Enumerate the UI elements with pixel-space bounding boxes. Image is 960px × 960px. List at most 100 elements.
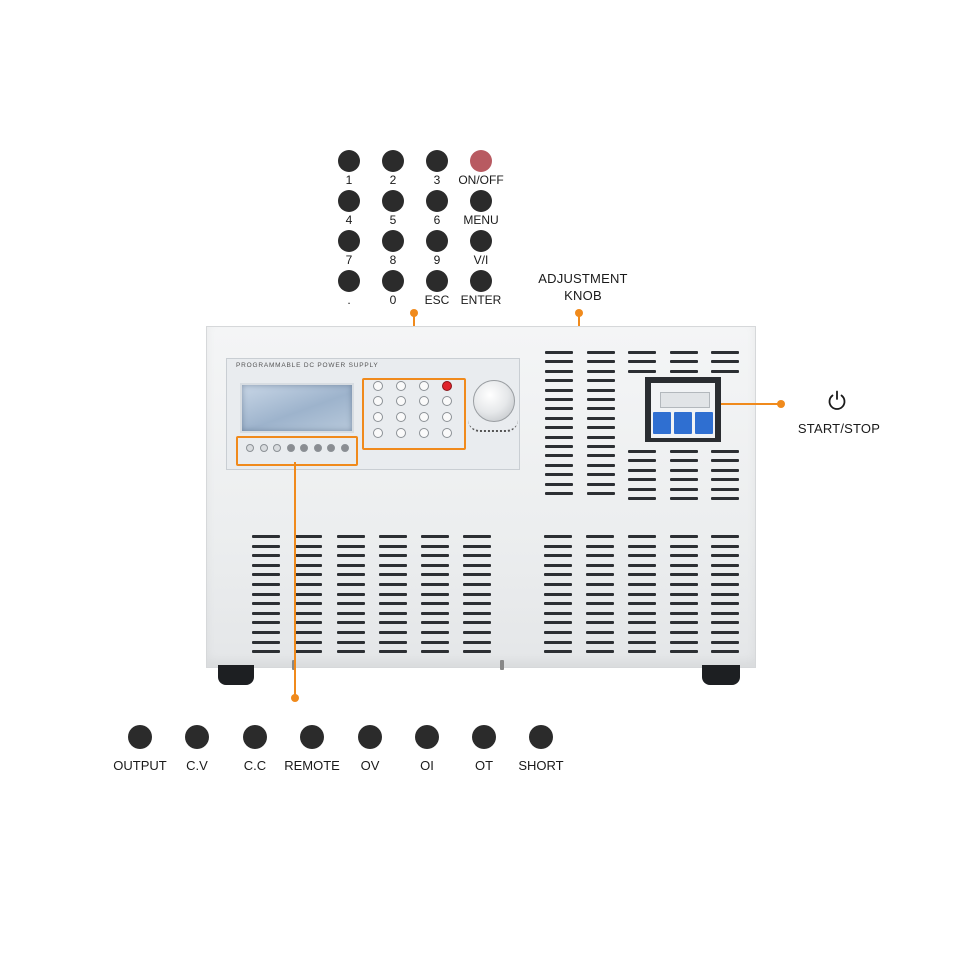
- vent-slot: [379, 640, 407, 644]
- keypad-key-label: .: [347, 293, 351, 307]
- vent-slot: [587, 426, 615, 430]
- vent-slot: [545, 426, 573, 430]
- vent-slot: [670, 573, 698, 577]
- vent-slot: [545, 473, 573, 477]
- vent-slot: [379, 621, 407, 625]
- vent-slot: [379, 631, 407, 634]
- device-key-button[interactable]: [396, 428, 406, 438]
- device-key-button[interactable]: [442, 396, 452, 406]
- keypad-highlight-box: [362, 378, 466, 450]
- indicator-label: OUTPUT: [113, 758, 167, 773]
- indicator-label: C.C: [243, 758, 267, 773]
- vent-slot: [587, 379, 615, 383]
- vent-slot: [379, 611, 407, 615]
- vent-slot: [670, 650, 698, 654]
- device-key-button[interactable]: [442, 412, 452, 422]
- vent-slot: [628, 583, 656, 586]
- vent-slot: [252, 535, 280, 538]
- device-key-button[interactable]: [396, 412, 406, 422]
- vent-slot: [421, 650, 449, 654]
- vent-slot: [586, 650, 614, 654]
- vent-slot: [670, 621, 698, 625]
- vent-slot: [545, 398, 573, 401]
- vent-slot: [670, 487, 698, 491]
- device-key-button[interactable]: [373, 428, 383, 438]
- device-key-button[interactable]: [442, 428, 452, 438]
- keypad-key-label: 8: [389, 253, 397, 267]
- vent-slot: [545, 351, 573, 354]
- vent-slot: [628, 360, 656, 364]
- keypad-key-label: 1: [345, 173, 353, 187]
- indicator-label: C.V: [186, 758, 208, 773]
- vent-slot: [545, 435, 573, 439]
- device-indicator-led: [273, 444, 281, 452]
- device-key-button[interactable]: [419, 381, 429, 391]
- vent-slot: [421, 621, 449, 625]
- vent-slot: [545, 454, 573, 458]
- vent-slot: [628, 592, 656, 596]
- vent-slot: [421, 602, 449, 606]
- vent-slot: [711, 640, 739, 644]
- vent-slot: [463, 563, 491, 567]
- keypad-key-dot: [382, 150, 404, 172]
- knob-scale: [468, 420, 518, 432]
- vent-slot: [711, 487, 739, 491]
- knob-callout-label: ADJUSTMENT KNOB: [528, 271, 638, 303]
- keypad-key-dot: [426, 230, 448, 252]
- device-indicator-led: [286, 444, 295, 452]
- vent-slot: [463, 611, 491, 615]
- vent-slot: [544, 611, 572, 615]
- keypad-key-label: ON/OFF: [458, 173, 504, 187]
- vent-slot: [670, 535, 698, 538]
- device-key-button[interactable]: [396, 396, 406, 406]
- vent-slot: [587, 407, 615, 411]
- indicator-dot: [358, 725, 382, 749]
- keypad-key-dot: [338, 190, 360, 212]
- vent-slot: [586, 535, 614, 538]
- vent-slot: [670, 583, 698, 586]
- adjustment-knob[interactable]: [473, 380, 515, 422]
- keypad-key-label: V/I: [473, 253, 489, 267]
- breaker-pole: [695, 412, 713, 434]
- device-key-button[interactable]: [442, 381, 452, 391]
- vent-slot: [628, 554, 656, 558]
- vent-slot: [544, 583, 572, 586]
- device-key-button[interactable]: [373, 396, 383, 406]
- keypad-key-dot: [426, 190, 448, 212]
- vent-slot: [463, 592, 491, 596]
- vent-slot: [421, 631, 449, 634]
- vent-slot: [252, 544, 280, 548]
- vent-slot: [670, 554, 698, 558]
- device-key-button[interactable]: [396, 381, 406, 391]
- vent-slot: [587, 351, 615, 354]
- indicator-dot: [185, 725, 209, 749]
- vent-slot: [628, 351, 656, 354]
- vent-slot: [628, 602, 656, 606]
- device-key-button[interactable]: [373, 412, 383, 422]
- vent-slot: [545, 360, 573, 364]
- keypad-key-dot: [382, 230, 404, 252]
- vent-slot: [545, 463, 573, 467]
- vent-slot: [711, 360, 739, 364]
- vent-slot: [587, 398, 615, 401]
- vent-slot: [545, 482, 573, 486]
- vent-slot: [421, 640, 449, 644]
- lcd-display: [240, 383, 354, 433]
- device-key-button[interactable]: [419, 396, 429, 406]
- vent-slot: [670, 563, 698, 567]
- device-indicator-led: [246, 444, 254, 452]
- device-key-button[interactable]: [419, 412, 429, 422]
- device-key-button[interactable]: [419, 428, 429, 438]
- vent-slot: [628, 459, 656, 463]
- device-key-button[interactable]: [373, 381, 383, 391]
- vent-slot: [337, 554, 365, 558]
- vent-slot: [337, 535, 365, 538]
- vent-slot: [711, 631, 739, 634]
- vent-slot: [544, 554, 572, 558]
- keypad-key-dot: [382, 190, 404, 212]
- indicator-label: REMOTE: [284, 758, 340, 773]
- vent-slot: [545, 388, 573, 392]
- device-indicator-led: [259, 444, 268, 452]
- keypad-key-dot: [470, 270, 492, 292]
- vent-slot: [670, 611, 698, 615]
